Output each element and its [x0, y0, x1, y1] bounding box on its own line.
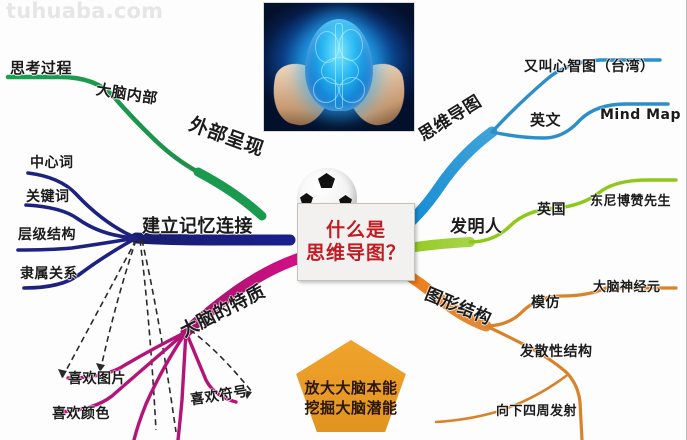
center-title-line2: 思维导图？: [305, 242, 406, 264]
label-tony-buzan: 东尼博赞先生: [590, 194, 672, 209]
label-radiate-downward: 向下四周发射: [496, 404, 578, 419]
branch-memory-link: [16, 171, 296, 433]
star-line2: 挖掘大脑潜能: [304, 399, 398, 418]
brain-illustration: [305, 19, 373, 111]
brain-photo-image: [263, 2, 415, 132]
center-topic-box: 什么是 思维导图？: [297, 203, 415, 281]
star-line1: 放大大脑本能: [304, 379, 398, 397]
center-title-line1: 什么是: [325, 218, 386, 241]
label-brain-neuron: 大脑神经元: [593, 280, 661, 295]
label-mind-map-en: Mind Map: [600, 107, 681, 123]
branch-thinking-process: [5, 74, 267, 221]
star-callout: 放大大脑本能 挖掘大脑潜能: [290, 340, 412, 440]
label-key-word: 关键词: [26, 189, 70, 205]
label-memory-link: 建立记忆连接: [142, 216, 253, 237]
label-like-pictures: 喜欢图片: [68, 371, 126, 387]
branch-brain-traits: [58, 252, 306, 440]
label-inventor: 发明人: [450, 217, 503, 237]
label-also-called-taiwan: 又叫心智图（台湾）: [524, 59, 655, 75]
label-radiant-structure: 发散性结构: [520, 344, 593, 360]
label-thinking-process: 思考过程: [10, 59, 73, 77]
site-watermark: tuhuaba.com: [6, 0, 164, 23]
label-imitate: 模仿: [531, 295, 560, 311]
branch-mind-map-names: [386, 58, 670, 244]
label-center-word: 中心词: [30, 155, 74, 171]
label-hierarchy: 层级结构: [18, 227, 76, 243]
label-english: 英文: [530, 111, 562, 129]
label-like-colors: 喜欢颜色: [52, 406, 110, 422]
label-affiliation: 隶属关系: [20, 266, 78, 282]
label-uk: 英国: [537, 202, 566, 218]
